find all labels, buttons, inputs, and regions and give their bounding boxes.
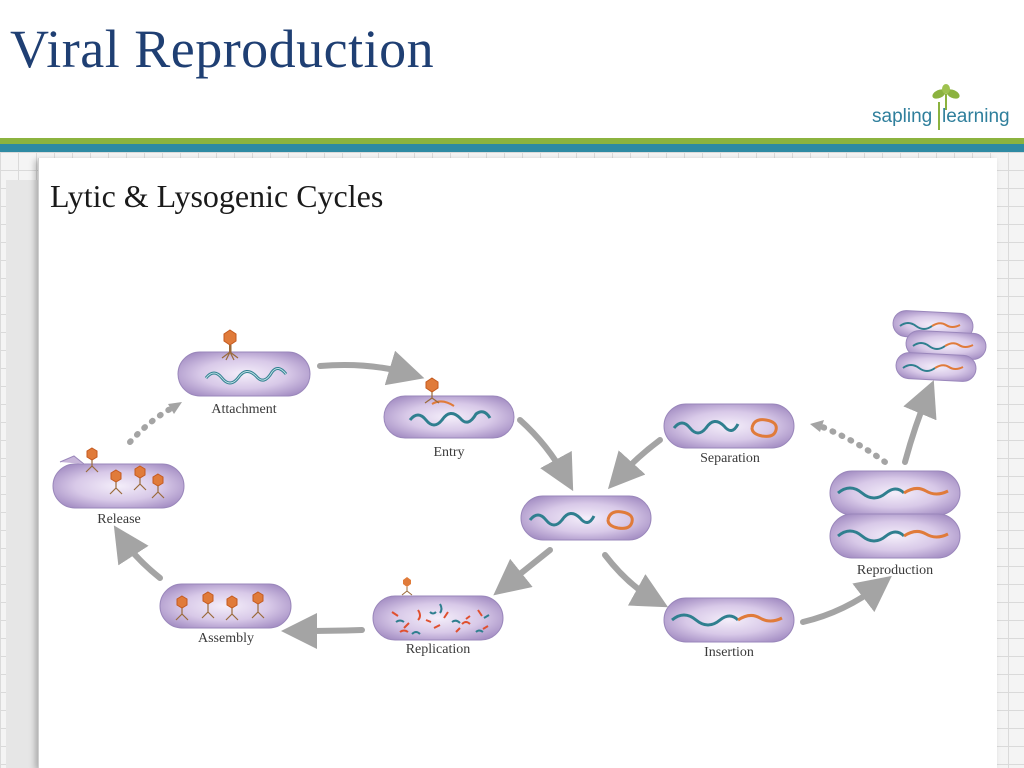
label-separation: Separation <box>700 451 760 466</box>
insertion-cell <box>663 597 795 643</box>
arrow-attachment-to-entry <box>317 350 425 386</box>
paper-panel <box>38 158 997 768</box>
stacked-cells <box>892 310 987 382</box>
arrow-insertion-to-reproduction <box>800 575 892 625</box>
replication-phage-icon <box>401 577 413 596</box>
separation-cell <box>663 403 795 449</box>
reproduction-cells <box>829 470 961 559</box>
sprout-icon <box>932 84 960 110</box>
arrowhead-release-to-attachment <box>168 402 182 414</box>
arrowhead-reproduction-to-separation <box>810 420 824 432</box>
assembly-cell <box>159 583 292 629</box>
logo-divider <box>938 102 940 130</box>
arrow-center-to-replication <box>493 547 553 596</box>
label-reproduction: Reproduction <box>857 563 933 578</box>
entry-phage-icon <box>424 377 440 404</box>
arrow-assembly-to-release <box>113 525 163 581</box>
panel-title: Lytic & Lysogenic Cycles <box>50 178 384 214</box>
label-release: Release <box>97 512 141 527</box>
label-attachment: Attachment <box>211 402 276 417</box>
paper-stack-edge <box>6 180 41 768</box>
label-entry: Entry <box>433 445 464 460</box>
sapling-learning-logo: sapling learning <box>870 84 1020 134</box>
logo-text-learning: learning <box>942 106 1010 127</box>
attachment-phage-icon <box>221 329 239 361</box>
arrow-release-to-attachment <box>127 405 175 445</box>
arrow-entry-to-center <box>517 417 574 492</box>
dotted-arrows <box>127 405 888 465</box>
label-insertion: Insertion <box>704 645 754 660</box>
replication-cell <box>372 595 504 641</box>
entry-cell <box>383 395 515 439</box>
cycle-arrows <box>113 350 937 649</box>
attachment-cell <box>177 351 311 397</box>
arrow-reproduction-to-separation <box>817 423 888 465</box>
center-cell <box>520 495 652 541</box>
label-assembly: Assembly <box>198 631 254 646</box>
arrow-replication-to-assembly <box>281 612 365 649</box>
header-stripe-blue <box>0 144 1024 152</box>
label-replication: Replication <box>406 642 471 657</box>
slide-title: Viral Reproduction <box>10 19 435 79</box>
header-stripe-green <box>0 138 1024 144</box>
arrow-center-to-insertion <box>602 552 669 608</box>
arrow-reproduction-to-stack <box>902 380 937 465</box>
arrow-separation-to-center <box>607 437 663 490</box>
release-cell <box>52 447 185 509</box>
logo-text-sapling: sapling <box>872 106 933 127</box>
